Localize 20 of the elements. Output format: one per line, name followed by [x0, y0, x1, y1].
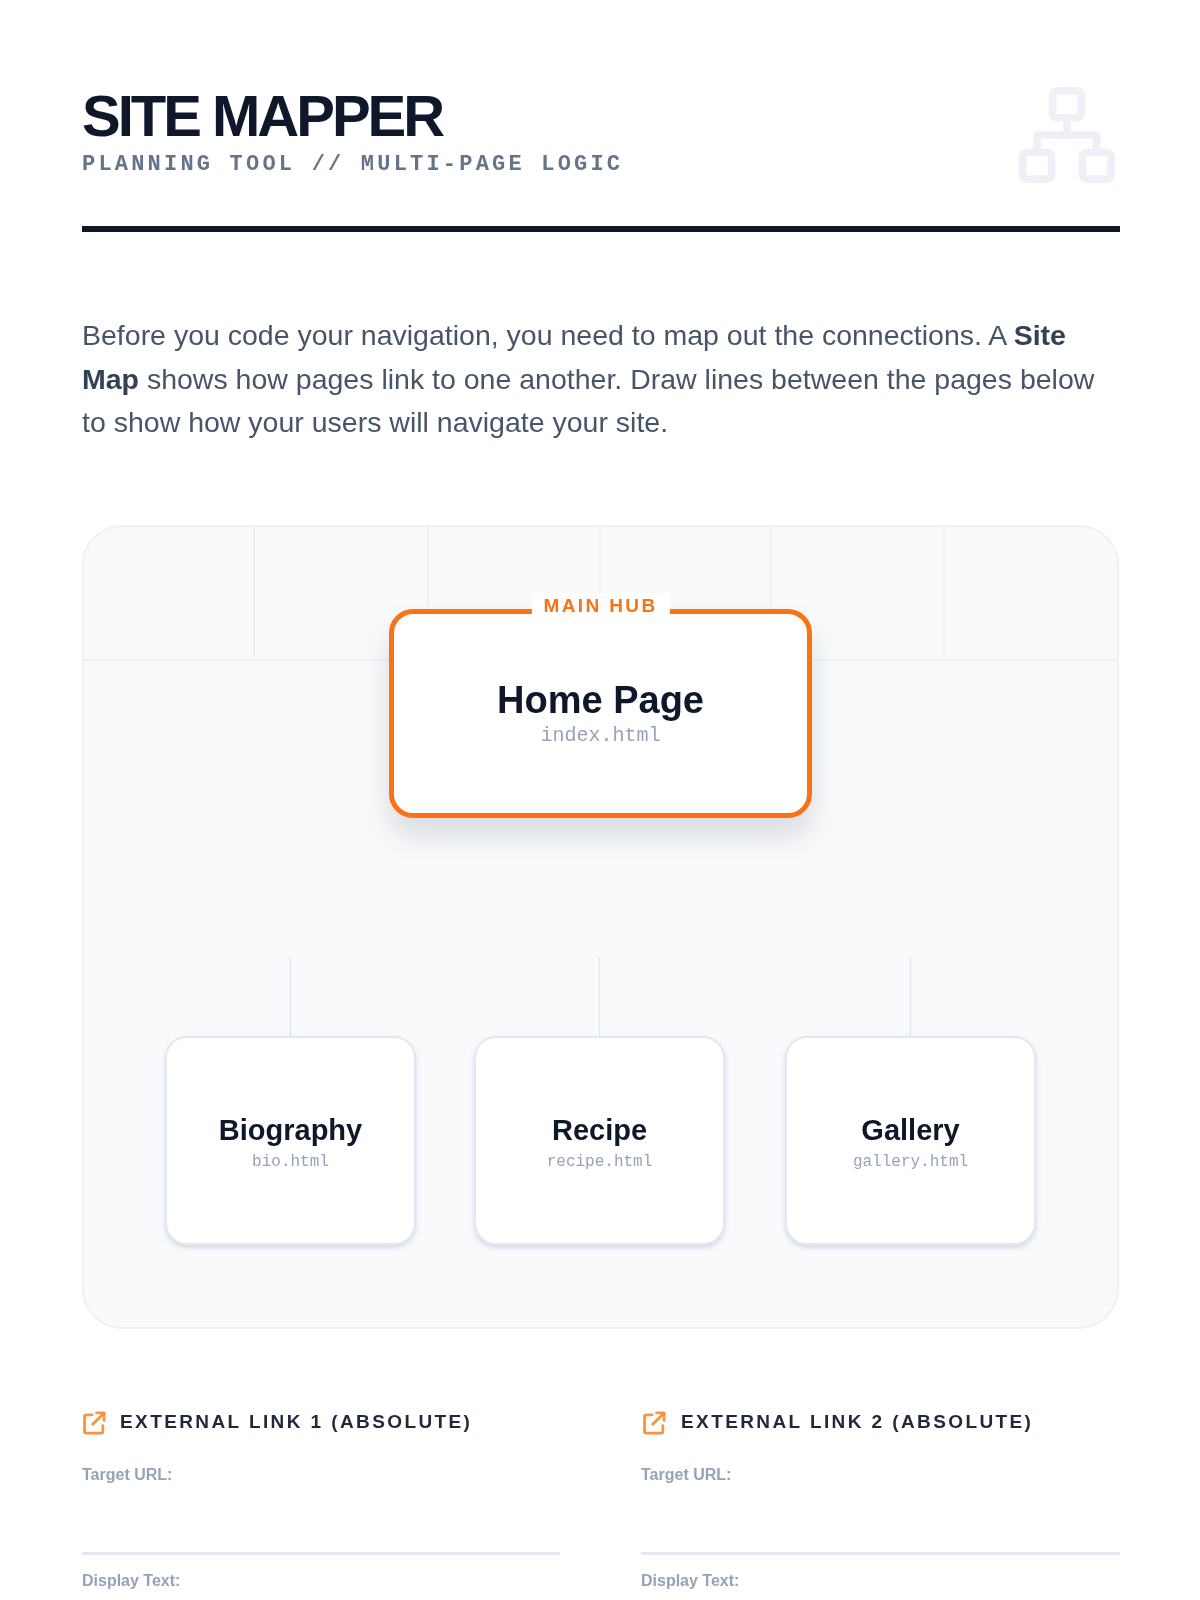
- field-label: Display Text:: [641, 1571, 740, 1591]
- file-name: index.html: [540, 724, 661, 748]
- field-label: Display Text:: [82, 1571, 181, 1591]
- field-label: Target URL:: [82, 1465, 173, 1485]
- page-card: [165, 1036, 416, 1245]
- card-title: Gallery: [861, 1113, 960, 1148]
- page-card: [785, 1036, 1036, 1245]
- card-title: Home Page: [497, 678, 704, 722]
- section-heading: EXTERNAL LINK 2 (ABSOLUTE): [681, 1410, 1034, 1434]
- page-card: [474, 1036, 725, 1245]
- intro-paragraph: Before you code your navigation, you need to map out the connections. A Site Map shows how pages link to one another. Draw lines between the pages below to show how your users will navigate your site.: [82, 318, 1096, 440]
- field-label: Target URL:: [641, 1465, 732, 1485]
- card-title: Recipe: [551, 1113, 648, 1148]
- file-name: recipe.html: [546, 1152, 653, 1172]
- file-name: gallery.html: [852, 1152, 969, 1172]
- section-heading: EXTERNAL LINK 1 (ABSOLUTE): [120, 1410, 473, 1434]
- subtitle: PLANNING TOOL // MULTI-PAGE LOGIC: [82, 152, 624, 178]
- card-title: Biography: [218, 1113, 363, 1148]
- page-title: SITE MAPPER: [82, 87, 443, 145]
- file-name: bio.html: [252, 1152, 329, 1172]
